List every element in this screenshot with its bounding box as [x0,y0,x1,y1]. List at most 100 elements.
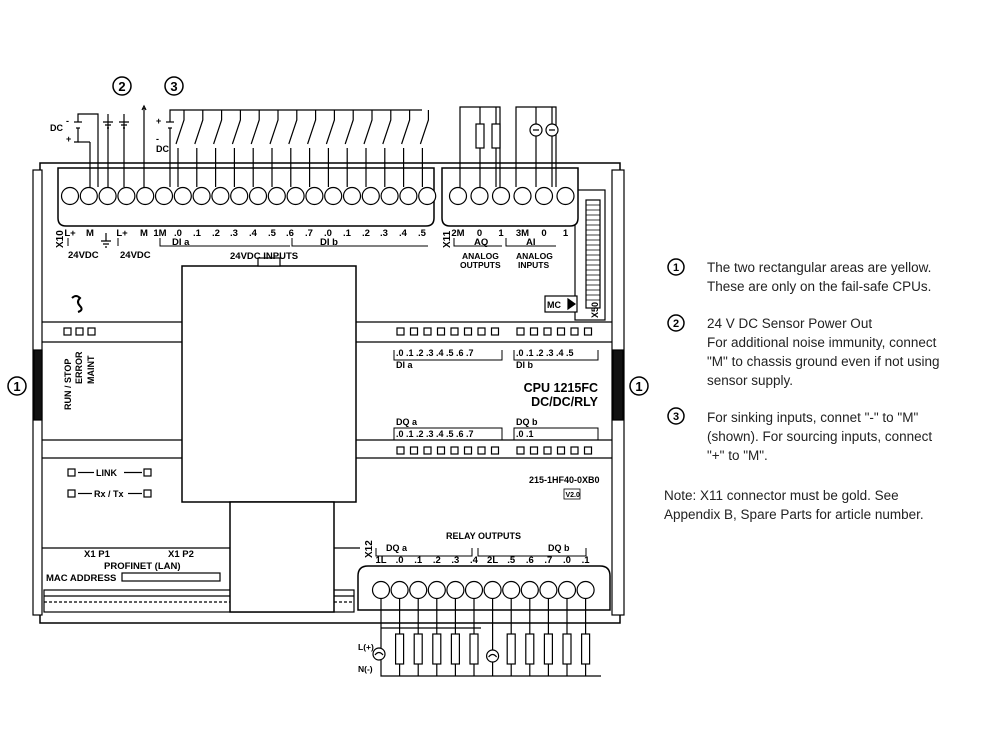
dia-led-label: DI a [396,360,414,370]
x10-terminal-label: .1 [343,228,352,239]
dia-led [436,327,446,336]
cpu-version: V2.0 [566,492,581,499]
dqb-led [529,446,539,455]
dia-led [423,327,432,336]
dib-led [556,327,566,336]
dib-led [570,327,579,336]
dc-right-plus: + [156,116,161,126]
x10-terminal-label: .3 [230,228,238,239]
callout-1-right-circle [629,376,649,396]
status-leds [63,327,593,455]
x10-terminal-label: L+ [64,228,76,239]
analog-outputs-l1: ANALOG [462,251,499,261]
x12-screw-terminal [520,580,539,600]
x12-screw-terminal [483,580,502,600]
dqa-led [490,446,500,455]
callout-1-right-number: 1 [635,379,642,394]
legend-1-line-1: The two rectangular areas are yellow. [707,260,931,275]
center-cover [181,257,357,613]
dc-left-label: DC [50,123,63,133]
x11-terminal-label: 2M [451,228,464,239]
x12-screw-terminal [446,580,465,600]
memory-card-slot [544,189,606,321]
x10-terminal-label: M [140,228,148,239]
x10-screw-terminal [248,186,268,206]
x12-terminal-label: .2 [433,555,441,566]
dc-right-minus: - [156,134,159,144]
callouts [7,76,649,396]
x10-screw-terminal [418,186,437,206]
x12-terminal-label: 1L [375,555,386,566]
ai-label: AI [526,237,536,248]
legend-3-line-2: (shown). For sourcing inputs, connect [707,429,932,444]
legend-2-line-3: "M" to chassis ground even if not using [707,354,939,369]
x11-screw-terminal [470,186,489,206]
x12-terminal-label: .1 [582,555,591,566]
x12-screw-terminal [464,580,484,600]
x11-screw-terminal [556,186,575,206]
vdc-a-label: 24VDC [68,250,99,261]
x12-terminal-label: .4 [470,555,479,566]
mac-address-box [121,572,221,582]
x10-screw-terminal [286,186,305,206]
dia-led [396,327,405,336]
dqa-ticks: .0 .1 .2 .3 .4 .5 .6 .7 [396,429,474,439]
x10-terminal-label: .0 [174,228,182,239]
legend-3-line-3: "+" to "M". [707,448,768,463]
inputs-24vdc-label: 24VDC INPUTS [230,251,298,262]
legend-2-line-1: 24 V DC Sensor Power Out [707,316,872,331]
x10-screw-terminal [136,186,155,206]
dqa-bottom-label: DQ a [386,543,408,553]
analog-inputs-l1: ANALOG [516,251,553,261]
dia-led [463,327,473,336]
legend-1-line-2: These are only on the fail-safe CPUs. [707,279,931,294]
x10-screw-terminal [324,186,343,206]
x10-terminal-label: .7 [305,228,313,239]
x12-label: X12 [364,540,375,558]
dqb-led [516,446,525,455]
bottom-wiring [372,598,601,677]
dia-ticks: .0 .1 .2 .3 .4 .5 .6 .7 [396,348,474,358]
x12-screw-terminal [576,580,595,600]
dqb-led [556,446,566,455]
x12-screw-terminal [390,580,409,600]
x10-screw-terminal [173,186,192,206]
x12-terminal-label: .6 [526,555,534,566]
callout-3-circle [164,76,184,96]
x10-terminal-label: .1 [193,228,202,239]
security-symbol [71,295,83,313]
callout-2-number: 2 [118,79,125,94]
dqb-led-label: DQ b [516,417,538,427]
maint-label: MAINT [86,355,96,384]
legend-2-line-2: For additional noise immunity, connect [707,335,937,350]
x10-terminal-label: .5 [418,228,427,239]
dib-header: DI b [320,237,338,248]
mac-address-label: MAC ADDRESS [46,573,116,584]
status-led [63,327,72,336]
x10-terminal-label: .0 [324,228,332,239]
x50-label: X50 [590,302,600,318]
x12-terminal-label: 2L [487,555,498,566]
x10-terminal-label: 1M [153,228,166,239]
cpu-article: 215-1HF40-0XB0 [529,475,600,485]
profinet-p2: X1 P2 [168,549,194,560]
dqa-led [396,446,405,455]
x10-connector [57,167,437,227]
x10-screw-terminal [380,186,399,206]
callout-3-number: 3 [170,79,177,94]
x12-screw-terminal [371,580,391,600]
x10-terminal-label: .3 [380,228,388,239]
x12-screw-terminal [409,580,428,600]
aq-label: AQ [474,237,488,248]
dib-ticks: .0 .1 .2 .3 .4 .5 [516,348,574,358]
x11-screw-terminal [513,186,532,206]
legend: 1 The two rectangular areas are yellow. … [664,258,939,522]
status-led [87,327,96,336]
legend-2-line-4: sensor supply. [707,373,793,388]
dqa-led-label: DQ a [396,417,418,427]
x10-screw-terminal [79,186,98,206]
dia-led [409,327,419,336]
analog-outputs-l2: OUTPUTS [460,260,501,270]
x10-screw-terminal [305,186,324,206]
